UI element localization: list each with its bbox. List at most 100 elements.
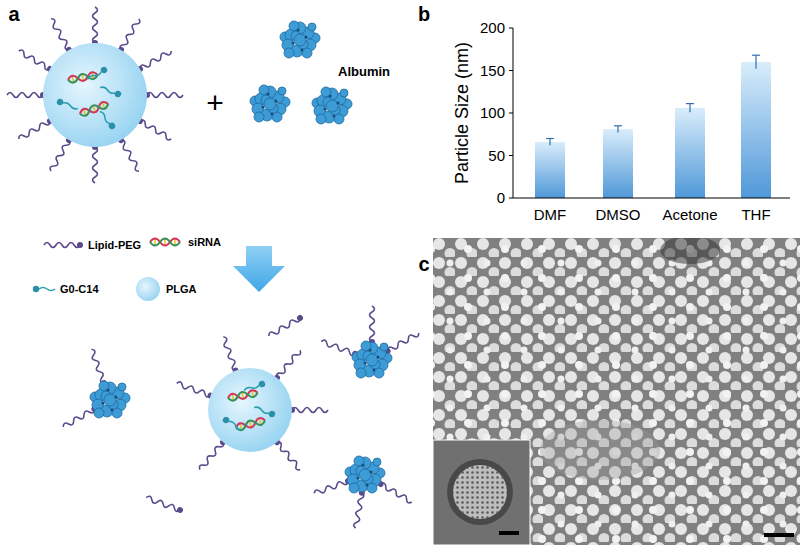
art-line bbox=[509, 198, 513, 199]
art-use bbox=[176, 381, 215, 400]
legend-label: Lipid-PEG bbox=[88, 239, 141, 251]
albumin-peg bbox=[62, 306, 421, 529]
nanoparticle-top bbox=[7, 7, 183, 183]
category-label: DMF bbox=[534, 207, 567, 224]
art-use bbox=[136, 48, 173, 73]
art-use bbox=[7, 92, 46, 98]
art-use bbox=[250, 85, 290, 122]
art-use bbox=[313, 477, 352, 496]
category-label: THF bbox=[741, 207, 770, 224]
art-use bbox=[353, 489, 366, 528]
art-rect bbox=[433, 440, 530, 545]
art-use bbox=[369, 306, 375, 345]
art-ellipse bbox=[660, 238, 720, 264]
art-line bbox=[549, 139, 550, 146]
art-line bbox=[614, 125, 622, 126]
art-use bbox=[44, 242, 83, 248]
art-use bbox=[97, 109, 116, 130]
axis-tick: 100 bbox=[480, 105, 505, 122]
art-use bbox=[273, 348, 303, 382]
art-use bbox=[227, 389, 258, 401]
art-use bbox=[117, 17, 142, 54]
legend-icons bbox=[33, 239, 180, 302]
art-circle bbox=[447, 459, 513, 525]
art-line bbox=[617, 126, 618, 133]
art-use bbox=[67, 71, 98, 83]
art-rect bbox=[535, 142, 565, 198]
panel-letter: b bbox=[418, 3, 430, 25]
plus-sign: + bbox=[206, 86, 224, 119]
art-rect bbox=[433, 238, 800, 545]
art-use bbox=[48, 17, 73, 54]
art-line bbox=[686, 103, 694, 104]
art-line bbox=[509, 70, 513, 71]
panel-letter: a bbox=[8, 3, 19, 25]
panel-letter: c bbox=[418, 253, 429, 275]
art-circle bbox=[43, 43, 147, 147]
axis-tick: 0 bbox=[497, 190, 505, 207]
art-circle bbox=[453, 465, 507, 519]
art-use bbox=[352, 341, 392, 378]
art-use bbox=[86, 66, 108, 83]
free-lipid-peg bbox=[145, 314, 304, 514]
art-use bbox=[145, 495, 184, 514]
legend-label: PLGA bbox=[166, 283, 197, 295]
art-rect bbox=[603, 129, 633, 198]
art-line bbox=[752, 55, 760, 56]
albumin bbox=[250, 21, 352, 124]
art-use bbox=[376, 480, 413, 505]
art-ellipse bbox=[540, 420, 660, 480]
axis-tick: 150 bbox=[480, 62, 505, 79]
art-line bbox=[764, 533, 794, 537]
art-g bbox=[546, 55, 760, 145]
art-use bbox=[17, 117, 54, 142]
art-line bbox=[509, 28, 513, 29]
art-use bbox=[273, 438, 303, 472]
category-label: DMSO bbox=[596, 207, 641, 224]
art-use bbox=[33, 286, 55, 292]
art-use bbox=[280, 21, 320, 58]
art-use bbox=[222, 416, 244, 433]
art-use bbox=[198, 438, 228, 472]
art-rect bbox=[433, 238, 800, 545]
component-name: Albumin bbox=[338, 65, 390, 79]
art-rect bbox=[675, 108, 705, 198]
art-line bbox=[509, 113, 513, 114]
nanoparticle-bottom bbox=[176, 336, 328, 472]
art-line bbox=[546, 138, 554, 139]
art-use bbox=[99, 84, 122, 98]
art-use bbox=[92, 7, 98, 46]
art-use bbox=[267, 314, 304, 339]
art-use bbox=[289, 407, 328, 413]
art-g bbox=[509, 28, 790, 198]
art-use bbox=[312, 87, 352, 124]
art-use bbox=[253, 404, 276, 418]
art-line bbox=[755, 55, 756, 69]
art-rect bbox=[433, 238, 800, 545]
art-use bbox=[92, 144, 98, 183]
art-use bbox=[17, 48, 54, 73]
process-arrow bbox=[233, 246, 285, 292]
art-line bbox=[499, 531, 519, 535]
art-circle bbox=[208, 368, 292, 452]
art-circle bbox=[453, 465, 507, 519]
art-use bbox=[144, 92, 183, 98]
art-use bbox=[345, 456, 385, 493]
axis-tick: 50 bbox=[488, 147, 505, 164]
category-label: Acetone bbox=[662, 207, 717, 224]
art-use bbox=[243, 380, 266, 394]
art-use bbox=[150, 239, 180, 246]
art-use bbox=[56, 98, 79, 112]
art-use bbox=[117, 136, 142, 173]
art-circle bbox=[136, 277, 160, 301]
axis-tick: 200 bbox=[480, 20, 505, 37]
art-use bbox=[48, 136, 73, 173]
axis-title: Particle Size (nm) bbox=[453, 42, 473, 184]
art-use bbox=[90, 381, 130, 418]
bar-chart bbox=[509, 28, 790, 198]
tem-image bbox=[433, 238, 800, 545]
legend-label: siRNA bbox=[188, 236, 221, 248]
art-line bbox=[509, 155, 513, 156]
